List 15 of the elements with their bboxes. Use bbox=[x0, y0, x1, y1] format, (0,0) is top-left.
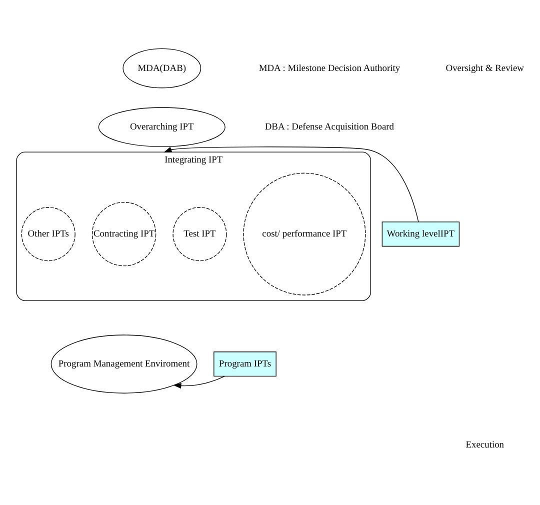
node-circle: Test IPT bbox=[172, 206, 227, 261]
node-circle: cost/ performance IPT bbox=[243, 172, 366, 295]
node-ellipse: Overarching IPT bbox=[98, 106, 226, 147]
arrow bbox=[173, 375, 225, 388]
node-ellipse: MDA(DAB) bbox=[122, 48, 202, 88]
node-circle: Contracting IPT bbox=[92, 201, 156, 266]
arrow bbox=[164, 146, 419, 222]
node-circle: Other IPTs bbox=[21, 206, 76, 261]
label: MDA : Milestone Decision Authority bbox=[258, 63, 400, 74]
node-box: Working levelIPT bbox=[382, 221, 460, 246]
node-box: Program IPTs bbox=[214, 351, 276, 376]
label: Oversight & Review bbox=[446, 63, 524, 74]
node-ellipse: Program Management Enviroment bbox=[50, 334, 198, 393]
label: Execution bbox=[466, 440, 504, 450]
label: DBA : Defense Acquisition Board bbox=[264, 122, 394, 132]
